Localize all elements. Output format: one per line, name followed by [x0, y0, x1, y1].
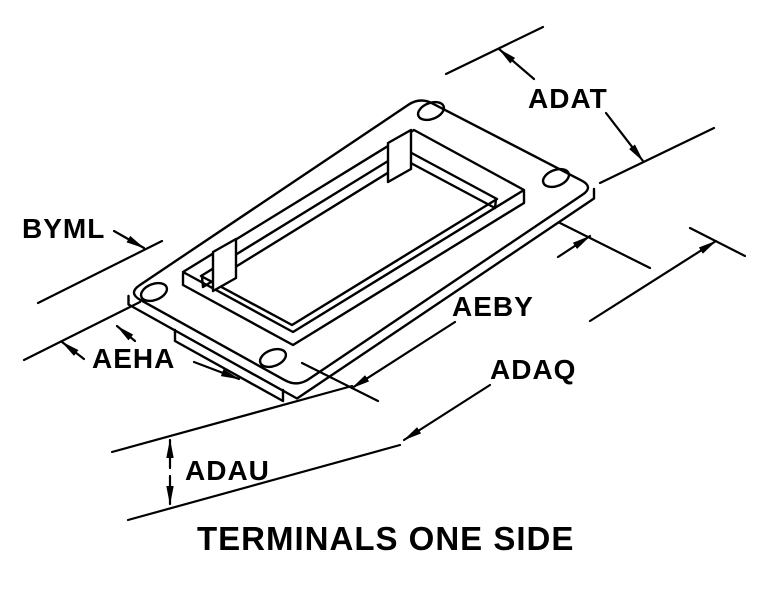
corner-hole-left	[139, 281, 169, 303]
dim-aeha-arrow-2	[192, 360, 241, 381]
dim-adaq-ext-stub-right	[688, 226, 747, 258]
caption-terminals-one-side: TERMINALS ONE SIDE	[197, 520, 574, 557]
dim-adaq-line-right	[588, 239, 718, 323]
dim-adat-ext-line-1	[444, 25, 545, 76]
dim-byml-ext-line-2	[22, 300, 142, 362]
terminal-tab-rear	[386, 128, 413, 184]
dim-aeby-ext-stub-left	[300, 361, 380, 403]
rim-wall-edges	[181, 189, 526, 347]
label-adau: ADAU	[185, 455, 270, 486]
dim-aeby-ext-stub-right	[558, 221, 652, 270]
dim-aeby-line-right	[556, 234, 592, 259]
corner-hole-top	[416, 100, 446, 122]
terminal-tab-front	[211, 237, 238, 293]
label-aeby: AEBY	[452, 291, 534, 322]
label-adaq: ADAQ	[490, 354, 576, 385]
dim-byml-arrow-2	[60, 340, 86, 361]
dim-adat-arrow-1	[497, 47, 536, 81]
corner-hole-bottom	[258, 347, 288, 369]
dim-byml-arrow-1	[112, 229, 146, 250]
label-adat: ADAT	[528, 83, 608, 114]
dim-adat-ext-line-2	[598, 126, 716, 185]
inner-depth-edges	[200, 159, 498, 289]
dim-adaq-line-left	[402, 383, 492, 442]
corner-hole-right	[541, 167, 571, 189]
flange-thickness-edges	[127, 187, 596, 400]
dim-adau-ref-line-1	[110, 384, 354, 454]
dim-byml-ext-line-1	[36, 239, 164, 305]
dim-aeha-arrow-1	[115, 324, 137, 343]
dim-adau-ref-line-2	[126, 443, 402, 522]
dim-aeby-line-left	[350, 320, 457, 390]
dim-adat-arrow-2	[604, 111, 645, 163]
label-byml: BYML	[22, 213, 105, 244]
label-aeha: AEHA	[92, 343, 175, 374]
flange-outline	[132, 99, 590, 385]
